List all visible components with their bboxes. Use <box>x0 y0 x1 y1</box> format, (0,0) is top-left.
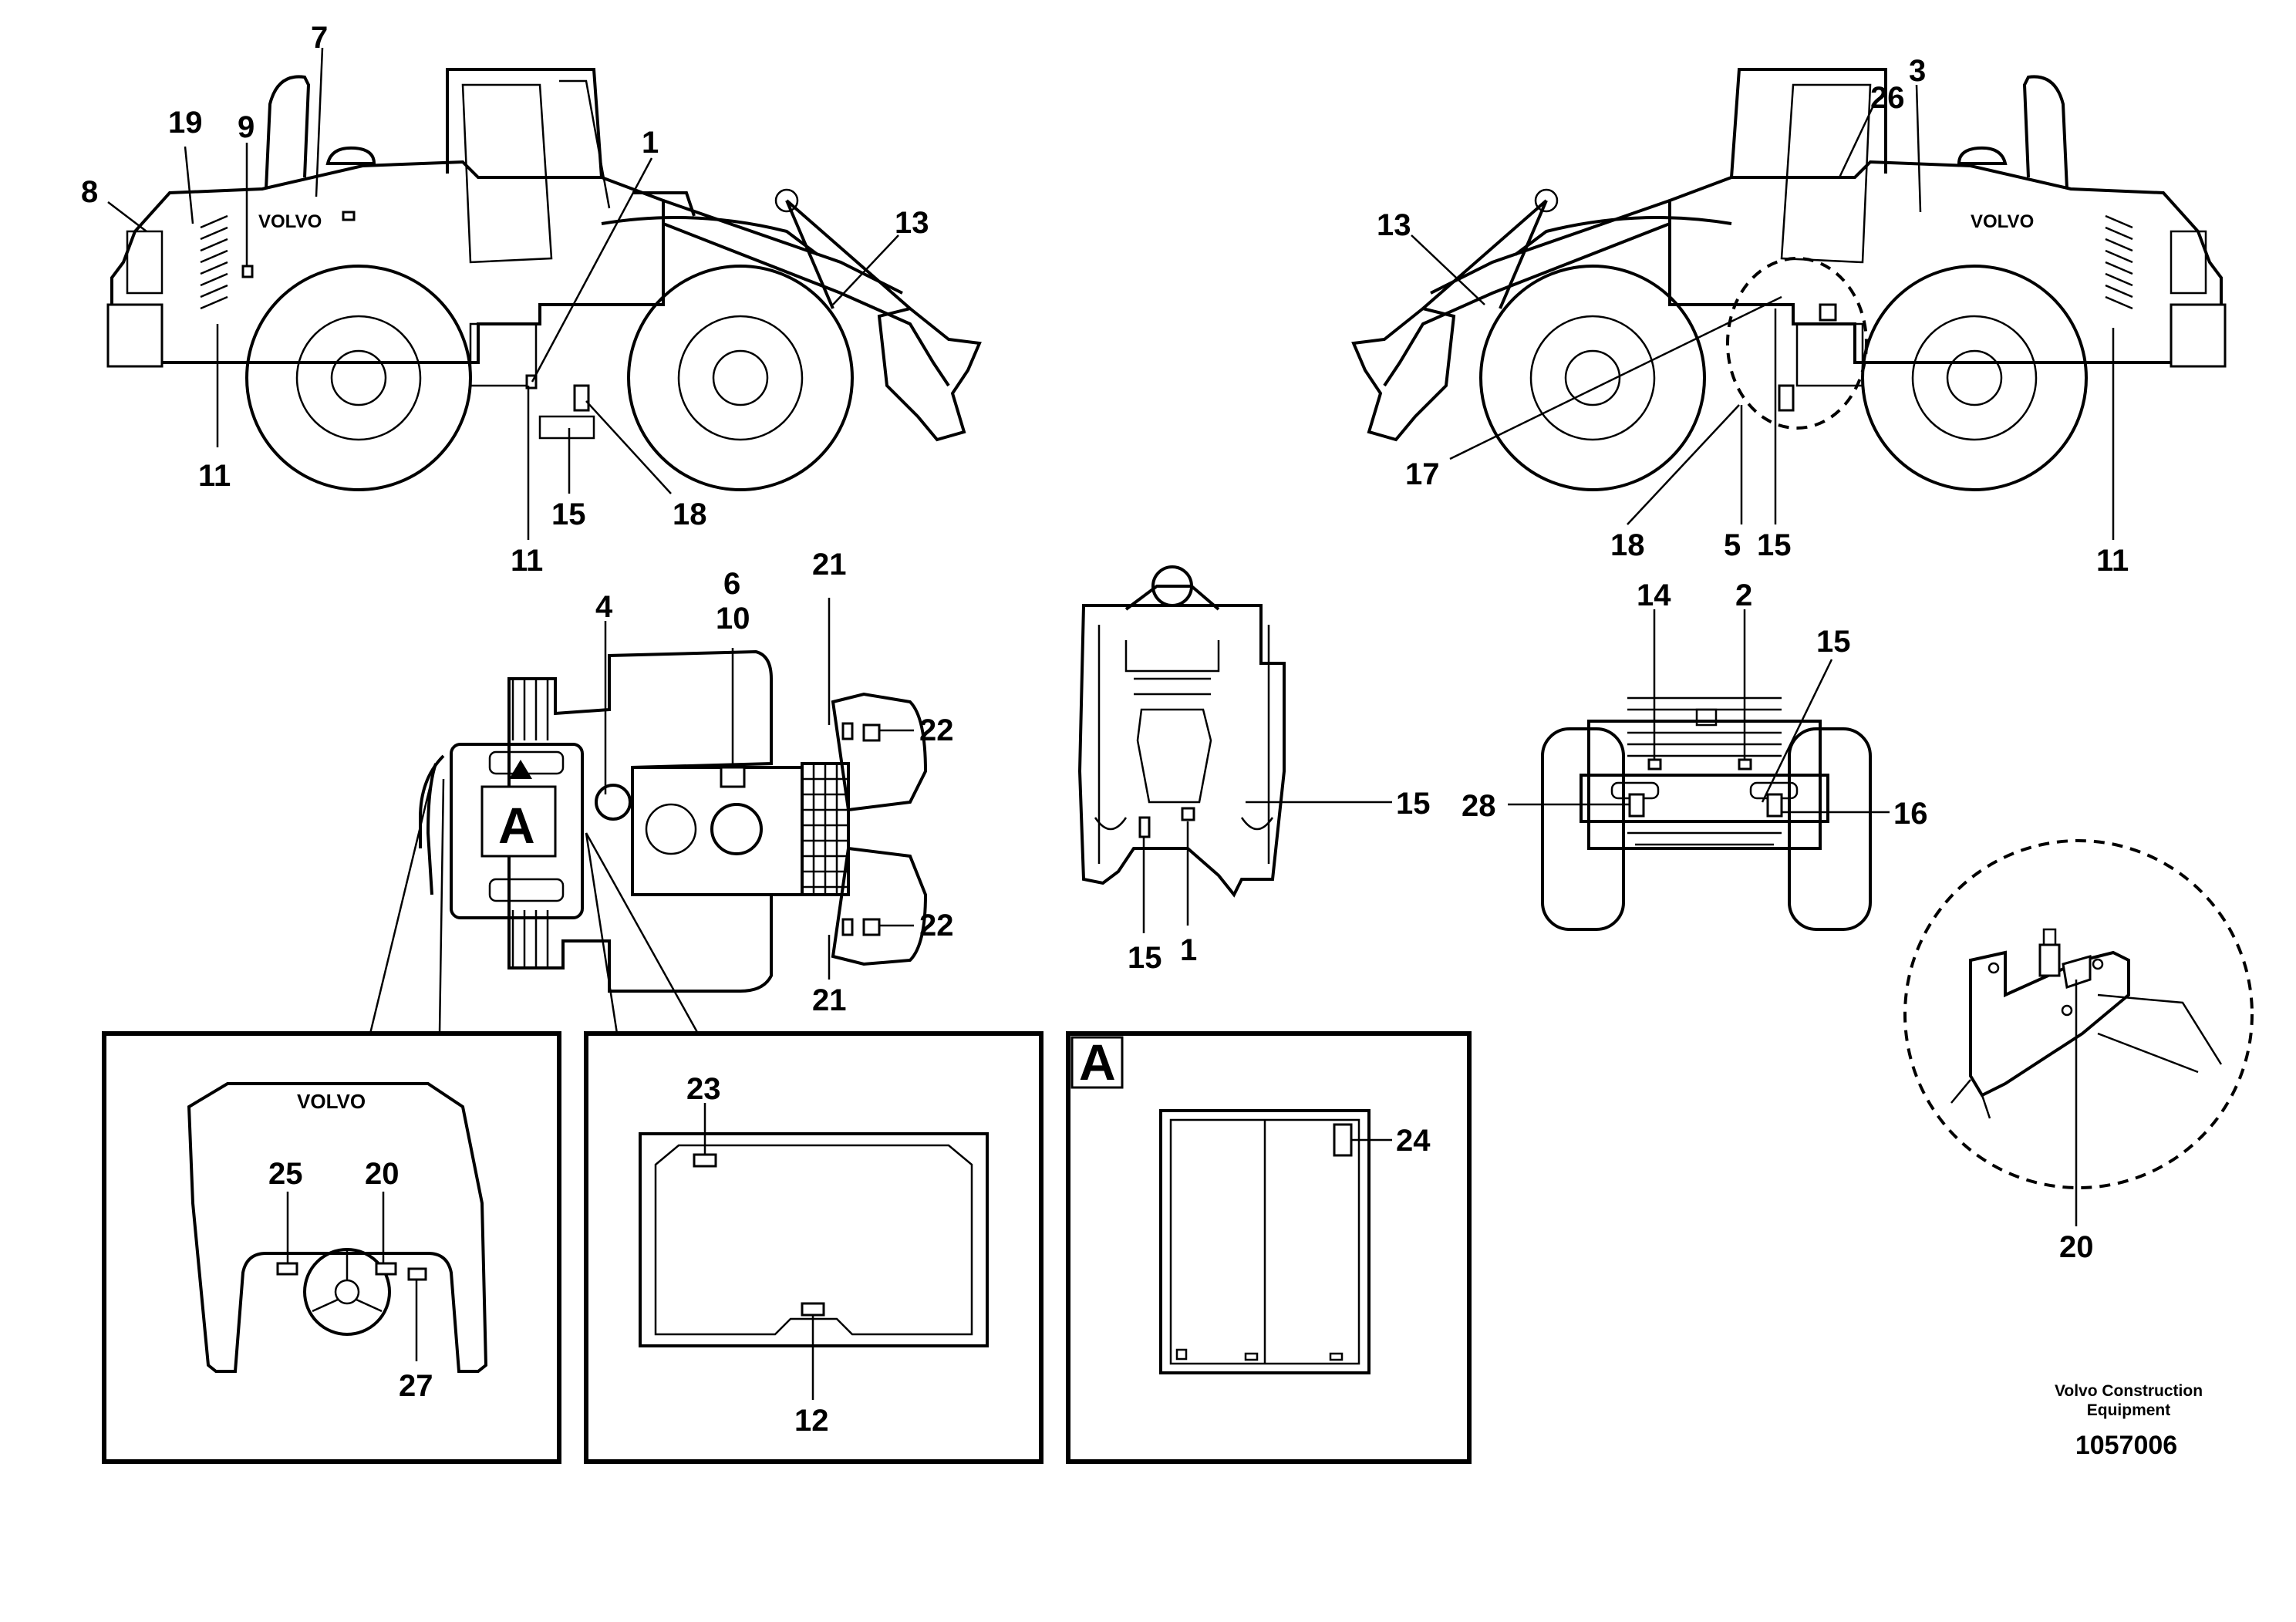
callout-25: 25 <box>268 1157 303 1191</box>
callout-14: 14 <box>1637 578 1671 612</box>
callout-19: 19 <box>168 106 203 140</box>
panel-window <box>584 1031 1043 1464</box>
company-line-2: Equipment <box>2087 1401 2171 1419</box>
panel-door: A <box>1066 1031 1472 1464</box>
callouts-rear: 14 2 15 28 16 <box>1462 578 1928 831</box>
callout-12: 12 <box>794 1404 829 1438</box>
callout-22: 22 <box>919 713 954 747</box>
hood-brand-left: VOLVO <box>258 211 322 232</box>
callout-5: 5 <box>1724 528 1741 562</box>
callout-28: 28 <box>1462 789 1496 823</box>
leader-lines-window <box>703 1103 814 1400</box>
loader-side-view-left: VOLVO <box>106 68 982 491</box>
callout-24: 24 <box>1396 1124 1431 1158</box>
loader-top-view <box>419 649 928 993</box>
callout-20: 20 <box>365 1157 400 1191</box>
loader-rear-view <box>1541 696 1872 931</box>
callout-2: 2 <box>1735 578 1752 612</box>
leader-lines-top <box>369 598 914 1034</box>
callout-27: 27 <box>399 1369 433 1403</box>
company-line-1: Volvo Construction <box>2055 1382 2203 1400</box>
detail-zone-ring <box>1726 257 1868 430</box>
callout-15: 15 <box>1757 528 1792 562</box>
panel-dashboard: VOLVO <box>102 1031 561 1464</box>
callouts-frame: 15 15 1 <box>1128 787 1431 975</box>
callout-1: 1 <box>1180 933 1197 967</box>
detail-circle-view <box>1903 839 2254 1189</box>
callout-10: 10 <box>716 602 750 636</box>
callout-7: 7 <box>311 21 328 55</box>
leader-lines-dashboard <box>286 1192 418 1361</box>
frame-bottom-view <box>1077 565 1286 898</box>
callouts-right: 3 26 13 17 18 5 15 11 <box>1377 54 2129 578</box>
callout-13: 13 <box>1377 208 1411 242</box>
callout-18: 18 <box>673 497 707 531</box>
view-marker-a: A <box>480 760 557 858</box>
callout-8: 8 <box>81 175 98 209</box>
footer: Volvo Construction Equipment 1057006 <box>2055 1382 2203 1460</box>
callouts-window: 23 12 <box>686 1072 829 1438</box>
callout-26: 26 <box>1870 81 1905 115</box>
callout-22: 22 <box>919 909 954 943</box>
callout-23: 23 <box>686 1072 721 1106</box>
callouts-top: 4 6 10 21 22 22 21 <box>595 548 954 1017</box>
leader-lines-left <box>107 47 899 540</box>
hood-brand-right: VOLVO <box>1971 211 2034 232</box>
leader-lines-frame <box>1142 801 1392 933</box>
callout-9: 9 <box>238 110 255 144</box>
marker-letter-a: A <box>498 797 535 854</box>
leader-lines-rear <box>1508 609 1890 814</box>
callout-11: 11 <box>511 544 543 578</box>
callout-6: 6 <box>723 567 740 601</box>
callout-11: 11 <box>198 459 231 493</box>
document-number: 1057006 <box>2075 1431 2177 1460</box>
callout-15: 15 <box>1816 625 1851 659</box>
callout-11: 11 <box>2096 544 2129 578</box>
callout-15: 15 <box>551 497 586 531</box>
panel-letter-a: A <box>1079 1034 1116 1091</box>
callouts-left: 19 8 7 9 1 13 11 11 15 18 <box>81 21 929 578</box>
callout-4: 4 <box>595 590 613 624</box>
callouts-dashboard: 25 20 27 <box>268 1157 433 1403</box>
callout-15: 15 <box>1128 941 1162 975</box>
callout-20: 20 <box>2059 1230 2094 1264</box>
callout-3: 3 <box>1909 54 1926 88</box>
callout-15: 15 <box>1396 787 1431 821</box>
callout-1: 1 <box>642 126 659 160</box>
loader-side-view-right <box>1351 68 2227 491</box>
dashboard-brand: VOLVO <box>297 1090 366 1113</box>
callout-17: 17 <box>1405 457 1440 491</box>
callout-21: 21 <box>812 548 847 582</box>
callout-16: 16 <box>1893 797 1928 831</box>
callout-18: 18 <box>1610 528 1645 562</box>
leader-lines-right <box>1411 84 2115 540</box>
callout-21: 21 <box>812 983 847 1017</box>
callout-13: 13 <box>895 206 929 240</box>
